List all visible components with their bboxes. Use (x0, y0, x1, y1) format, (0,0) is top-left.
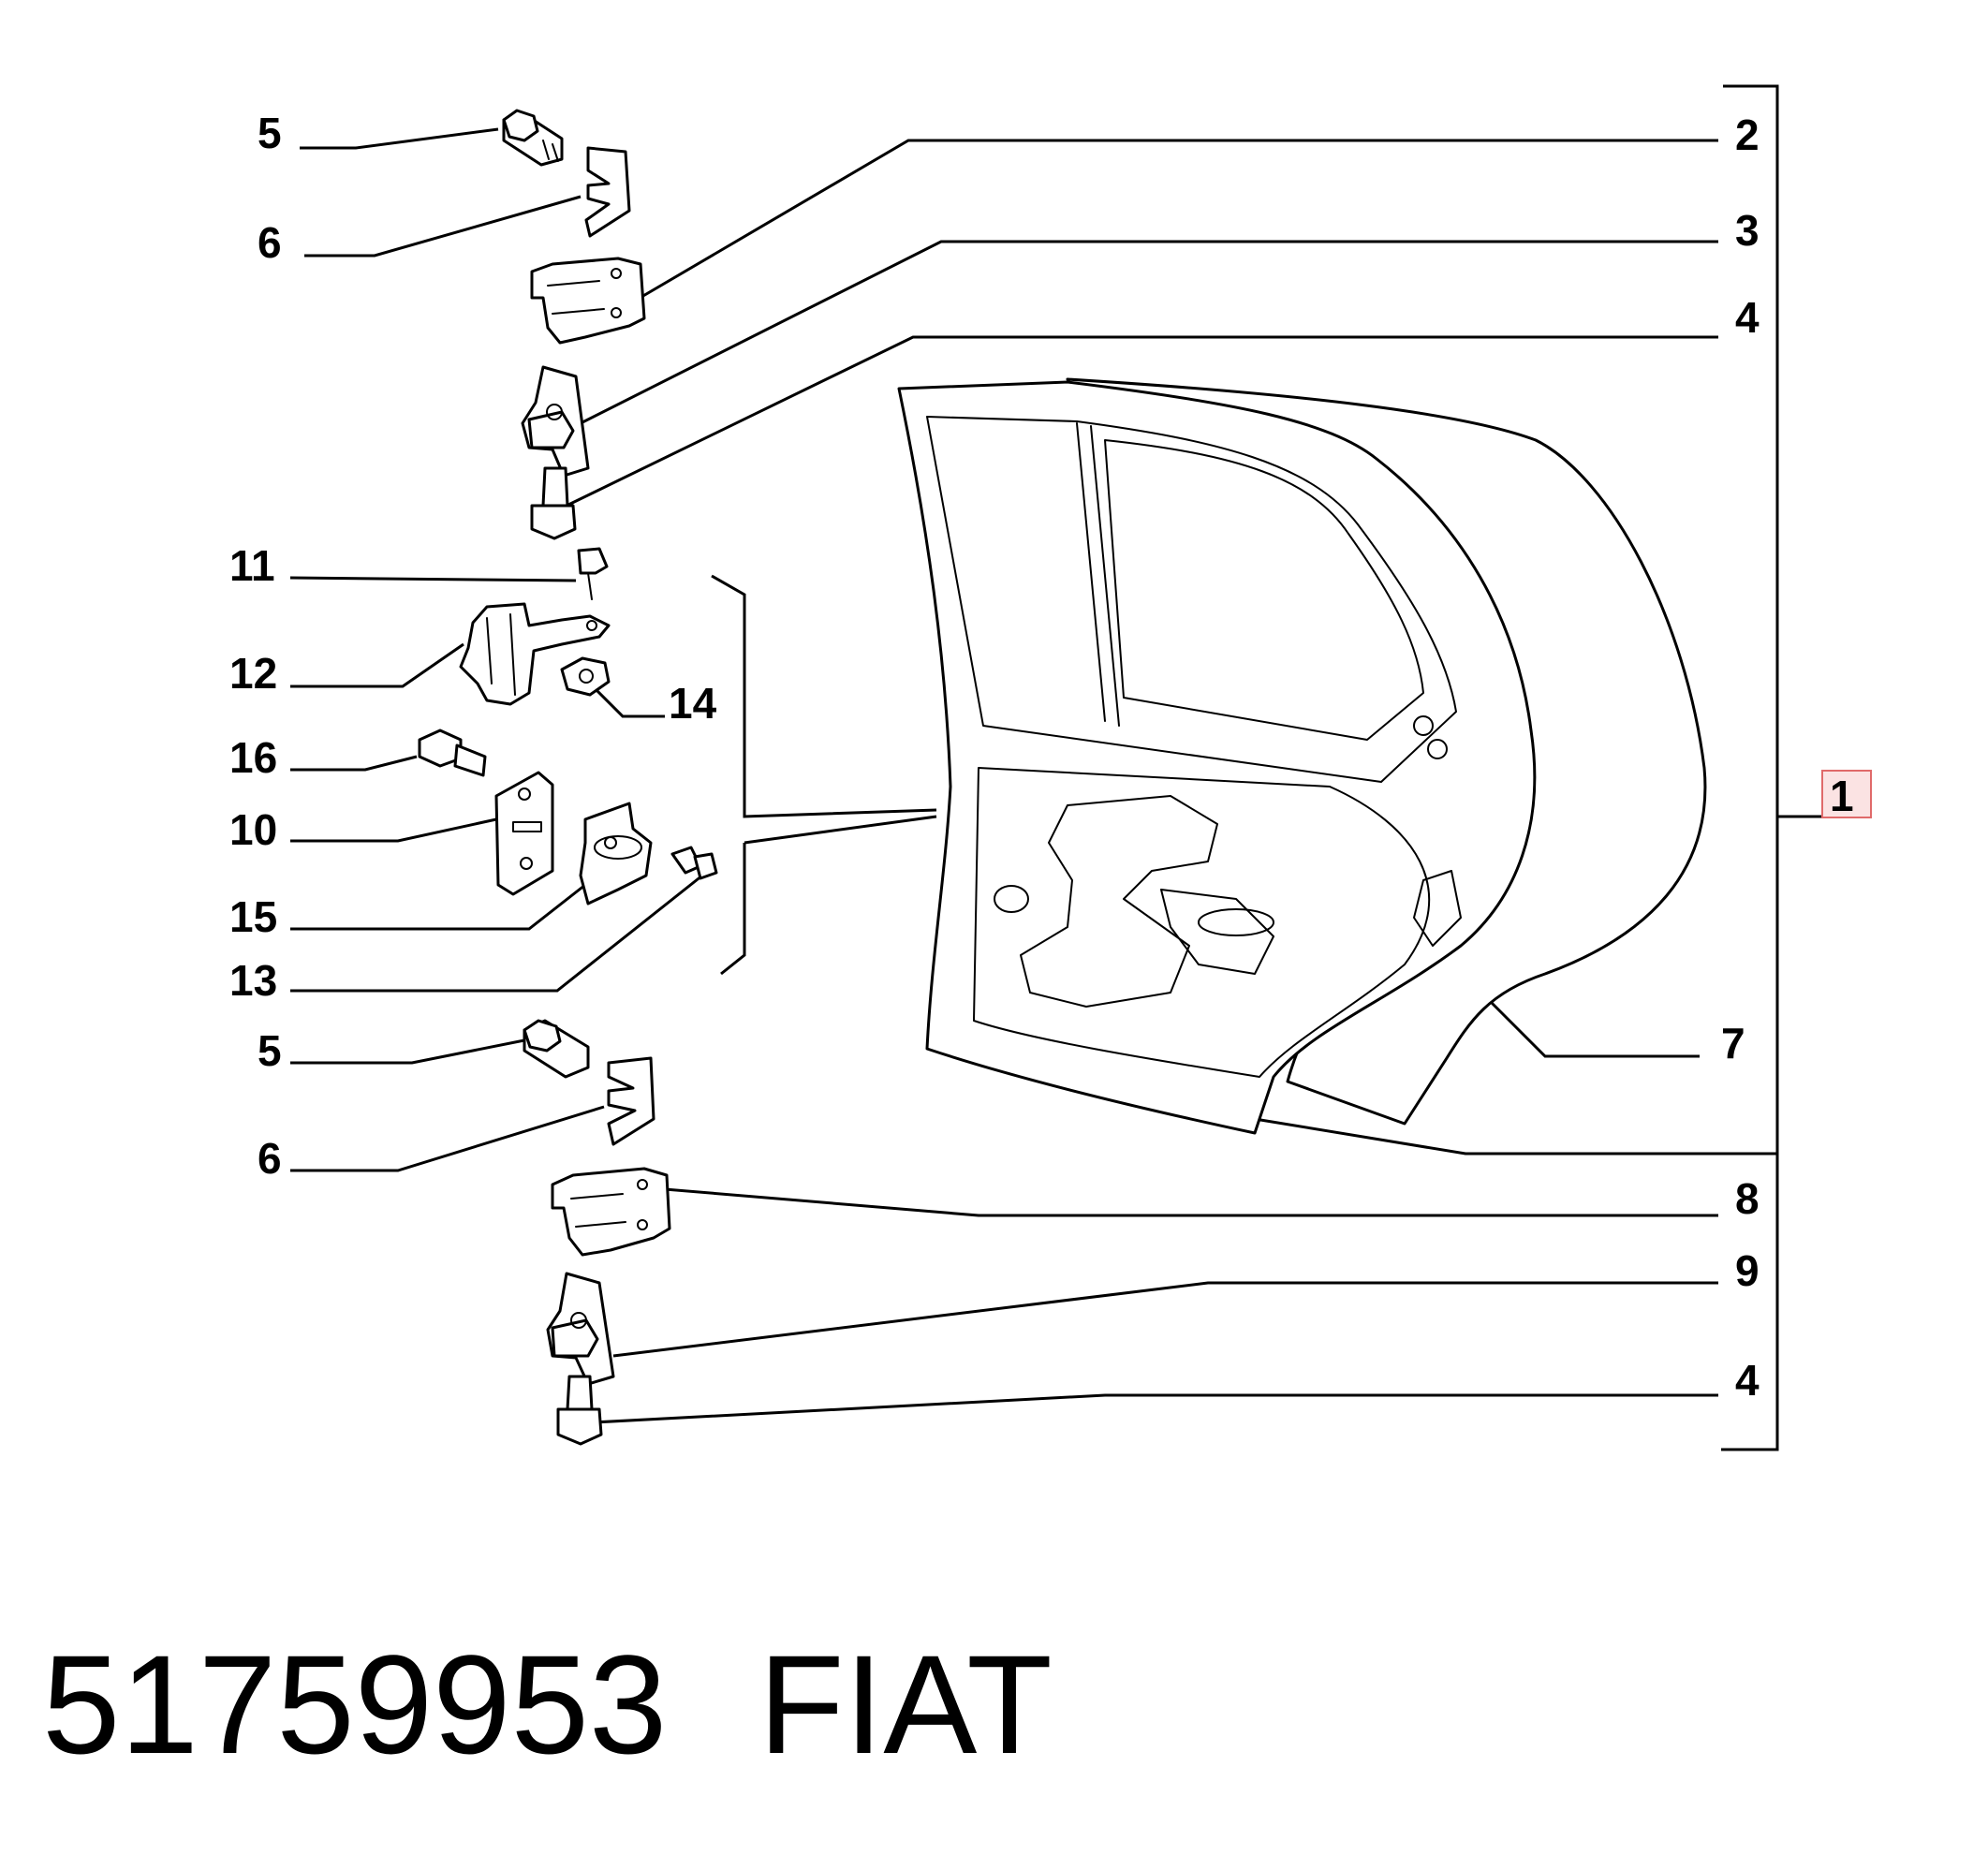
callout-16: 16 (229, 733, 277, 782)
screw-13 (670, 846, 718, 880)
hinge-half-2 (530, 257, 646, 345)
pin-11 (577, 547, 609, 600)
hinge-plate-9 (546, 1272, 615, 1386)
callout-10: 10 (229, 805, 277, 854)
bracket-15 (579, 802, 653, 905)
callout-3: 3 (1735, 206, 1760, 255)
leader-lines (289, 127, 1777, 1425)
callout-2: 2 (1735, 110, 1760, 159)
callout-12: 12 (229, 649, 277, 698)
pin-4-bottom (556, 1375, 603, 1446)
callout-6-bottom: 6 (258, 1134, 282, 1183)
callout-14: 14 (669, 679, 717, 728)
callout-9: 9 (1735, 1246, 1760, 1295)
callout-13: 13 (229, 956, 277, 1005)
hinge-plate-3 (521, 365, 590, 478)
callout-5-bottom: 5 (258, 1026, 282, 1075)
part-number: 51759953 (42, 1626, 668, 1783)
callout-labels: 2 3 4 1 7 8 9 4 5 6 11 12 14 16 10 15 13… (229, 109, 1854, 1405)
callout-1-highlight (1821, 770, 1872, 818)
pin-4-top (530, 466, 577, 540)
bolt-5-top (502, 109, 564, 167)
brand-name: FIAT (758, 1626, 1053, 1783)
hinge-half-8 (551, 1167, 671, 1257)
striker-plate-10 (494, 771, 554, 896)
callout-15: 15 (229, 892, 277, 941)
nut-14 (560, 656, 611, 697)
callout-4-top: 4 (1735, 293, 1760, 342)
bolt-5-bottom (523, 1019, 590, 1079)
bolt-16 (418, 729, 487, 777)
shim-6-top (584, 146, 631, 238)
check-strap-12 (459, 602, 611, 706)
callout-5-top: 5 (258, 109, 282, 157)
rear-door-7 (897, 377, 1707, 1135)
callout-11: 11 (229, 541, 275, 590)
callout-7: 7 (1721, 1019, 1745, 1067)
callout-1: 1 (1830, 772, 1854, 820)
callout-8: 8 (1735, 1174, 1760, 1223)
assembly-bracket (1721, 84, 1835, 1451)
callout-6-top: 6 (258, 218, 282, 267)
shim-6-bottom (607, 1056, 655, 1146)
callout-4-bottom: 4 (1735, 1356, 1760, 1405)
